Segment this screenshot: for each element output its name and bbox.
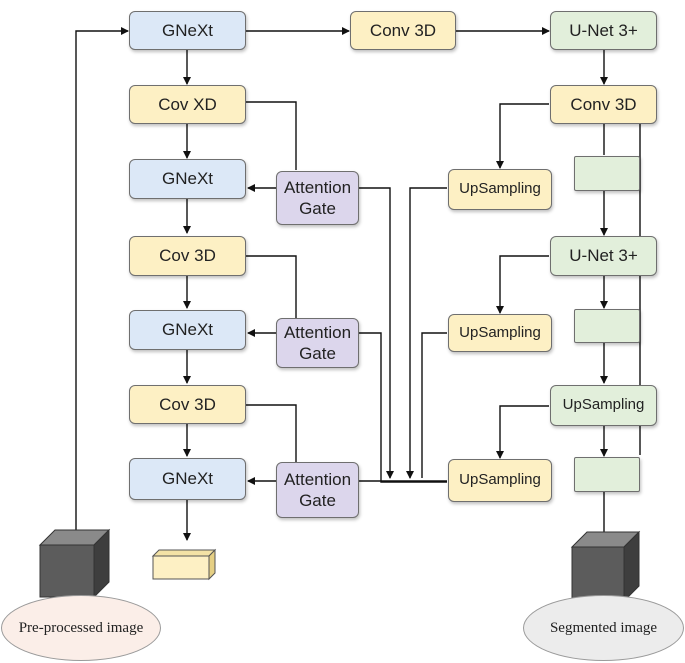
unet3plus-block-1: U-Net 3+ [550, 11, 657, 50]
connector-conv3d-to-upsampling-1 [496, 103, 549, 169]
upsampling-block-3: UpSampling [448, 459, 552, 502]
attention-gate-2: Attention Gate [276, 318, 359, 368]
output-image-label: Segmented image [523, 595, 684, 661]
conv3d-block-right: Conv 3D [550, 85, 657, 124]
connector-cov3d-to-attention-2 [246, 255, 297, 320]
attention-gate-3: Attention Gate [276, 462, 359, 518]
gnext-block-2: GNeXt [129, 159, 246, 199]
connector-upsampling-to-upsampling-3 [496, 405, 549, 459]
gnext-block-4: GNeXt [129, 458, 246, 500]
input-volume-cube [38, 528, 111, 599]
connector-cov3d-to-attention-3 [246, 404, 297, 465]
unet3plus-block-2: U-Net 3+ [550, 236, 657, 276]
feature-map-block-3 [574, 457, 640, 492]
input-image-label: Pre-processed image [1, 595, 161, 661]
cov3d-block-1: Cov 3D [129, 236, 246, 276]
connector-attention-2-down [359, 332, 447, 483]
connector-upsampling-2-down [421, 332, 447, 478]
output-volume-cube [570, 530, 641, 603]
left-output-block [151, 548, 217, 581]
upsampling-block-1: UpSampling [448, 169, 552, 210]
upsampling-block-2: UpSampling [448, 314, 552, 352]
connector-covxd-to-attention-1 [246, 101, 297, 170]
connector-upsampling-1-down [406, 187, 447, 479]
connector-input-to-gnext [75, 27, 129, 530]
feature-map-block-1 [574, 156, 640, 191]
gnext-block-3: GNeXt [129, 310, 246, 350]
upsampling-block-right: UpSampling [550, 385, 657, 426]
covxd-block: Cov XD [129, 85, 246, 124]
connector-unet-to-upsampling-2 [496, 255, 549, 314]
conv3d-block-top: Conv 3D [350, 11, 456, 50]
gnext-block-1: GNeXt [129, 11, 246, 50]
feature-map-block-2 [574, 309, 640, 343]
connector-attention-1-down [359, 187, 394, 479]
cov3d-block-2: Cov 3D [129, 385, 246, 424]
attention-gate-1: Attention Gate [276, 171, 359, 225]
